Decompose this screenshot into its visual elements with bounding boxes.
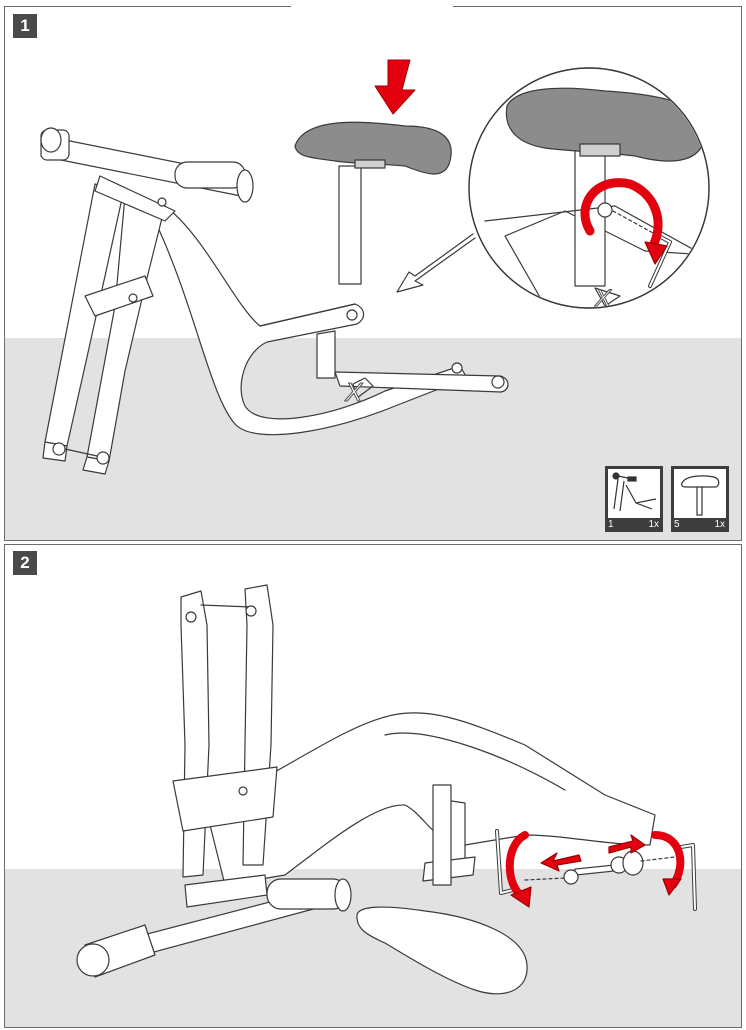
insert-direction-arrow bbox=[374, 59, 416, 115]
panel-top-border-right bbox=[453, 6, 741, 7]
part-number: 1 bbox=[608, 519, 614, 530]
saddle-seatpost-icon bbox=[674, 469, 726, 518]
step-1-illustration: X bbox=[40, 59, 710, 475]
part-label-saddle: 5 1x bbox=[671, 466, 729, 532]
saddle-on-floor-drawing bbox=[356, 784, 528, 995]
svg-text:X: X bbox=[344, 377, 364, 407]
part-quantity: 1x bbox=[714, 519, 725, 530]
step-2-illustration bbox=[76, 584, 697, 995]
front-fork-upside-down-drawing bbox=[172, 584, 278, 878]
handlebar-upside-down-drawing bbox=[76, 874, 352, 978]
part-quantity: 1x bbox=[648, 519, 659, 530]
slide-left-arrow bbox=[540, 852, 582, 872]
callout-pointer-arrow bbox=[396, 233, 476, 293]
panel-top-border-left bbox=[5, 6, 291, 7]
bike-frame-drawing: X bbox=[154, 205, 509, 436]
step-number-badge: 1 bbox=[13, 14, 37, 38]
assembly-step-2-panel: 2 bbox=[4, 544, 742, 1028]
svg-text:X: X bbox=[594, 285, 612, 312]
part-number: 5 bbox=[674, 519, 680, 530]
step-number-badge: 2 bbox=[13, 551, 37, 575]
tighten-rotation-arrows bbox=[505, 831, 685, 901]
handlebar-drawing bbox=[40, 127, 254, 222]
frame-fork-handlebar-icon bbox=[608, 469, 660, 518]
saddle-with-seatpost-drawing bbox=[294, 121, 452, 285]
slide-right-arrow bbox=[608, 834, 646, 854]
bike-frame-upside-down-drawing bbox=[204, 712, 656, 886]
rear-axle-assembly-drawing bbox=[495, 829, 697, 911]
seat-clamp-detail-callout: X bbox=[468, 67, 710, 312]
assembly-step-1-panel: X bbox=[4, 6, 742, 541]
part-label-frame: 1 1x bbox=[605, 466, 663, 532]
front-fork-drawing bbox=[42, 183, 166, 475]
